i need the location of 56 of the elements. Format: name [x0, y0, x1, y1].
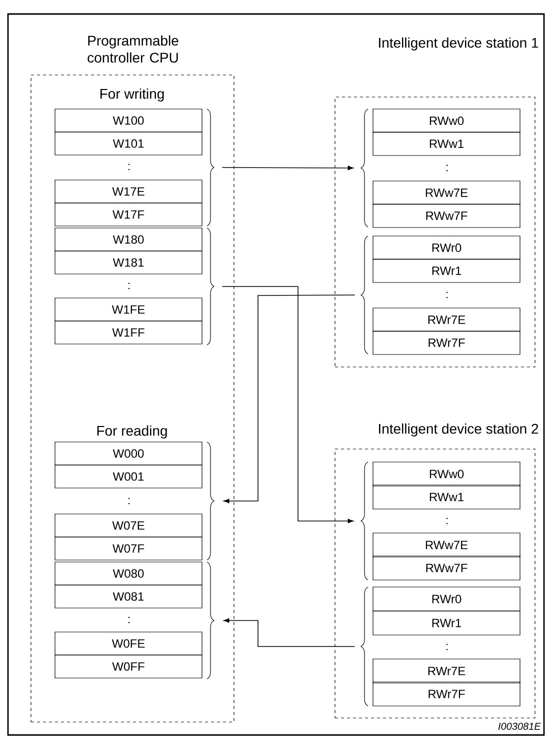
register-cell: RWw1 — [372, 484, 520, 510]
ellipsis-dots: : — [446, 164, 448, 172]
ellipsis-dots: : — [128, 616, 130, 624]
ellipsis-dots: : — [446, 292, 448, 298]
register-cell: W1FF — [54, 320, 202, 344]
register-cell: W17E — [54, 180, 202, 204]
curly-brace — [360, 462, 368, 580]
register-cell: RWw7F — [372, 556, 520, 580]
figure-code: I003081E — [498, 722, 541, 730]
arrow — [224, 618, 356, 647]
register-cell: RWw7E — [372, 180, 520, 205]
ellipsis-dots: : — [128, 282, 130, 290]
register-cell: W0FF — [54, 654, 202, 678]
register-cell: W000 — [54, 442, 202, 466]
register-cell: W17F — [54, 202, 202, 226]
register-cell: RWr0 — [372, 586, 520, 612]
ellipsis-dots: : — [446, 644, 448, 650]
register-cell: RWw0 — [372, 462, 520, 486]
register-cell: RWw7F — [372, 204, 520, 228]
register-cell: RWr0 — [372, 236, 520, 260]
group-heading: For writing — [100, 88, 164, 102]
register-cell: RWw7E — [372, 532, 520, 558]
node-label: Programmable controller CPU — [88, 35, 178, 63]
register-cell: W001 — [54, 464, 202, 488]
register-cell: W0FE — [54, 632, 202, 656]
curly-brace — [206, 442, 214, 560]
register-cell: W07F — [54, 536, 202, 560]
register-cell: W07E — [54, 514, 202, 538]
register-cell: RWw0 — [372, 108, 520, 133]
curly-brace — [360, 108, 368, 228]
ellipsis-dots: : — [446, 518, 448, 524]
register-cell: W100 — [54, 108, 202, 132]
arrow — [222, 166, 354, 170]
register-cell: W1FE — [54, 298, 202, 322]
register-cell: RWr7E — [372, 308, 520, 332]
register-cell: W181 — [54, 250, 202, 274]
register-cell: RWr1 — [372, 610, 520, 636]
register-cell: W101 — [54, 132, 202, 156]
curly-brace — [360, 586, 368, 706]
register-cell: RWr7F — [372, 330, 520, 355]
curly-brace — [206, 562, 214, 680]
ellipsis-dots: : — [128, 164, 130, 170]
node-label: Intelligent device station 2 — [378, 423, 538, 437]
node-label: Intelligent device station 1 — [378, 37, 538, 51]
register-cell: RWr7F — [372, 682, 520, 706]
register-cell: RWr1 — [372, 258, 520, 283]
register-cell: W180 — [54, 228, 202, 252]
register-cell: RWr7E — [372, 658, 520, 684]
register-cell: W081 — [54, 584, 202, 608]
register-cell: W080 — [54, 562, 202, 586]
curly-brace — [360, 236, 368, 354]
group-heading: For reading — [97, 425, 167, 439]
register-cell: RWw1 — [372, 132, 520, 156]
curly-brace — [206, 108, 214, 226]
curly-brace — [206, 228, 214, 346]
ellipsis-dots: : — [128, 498, 130, 504]
